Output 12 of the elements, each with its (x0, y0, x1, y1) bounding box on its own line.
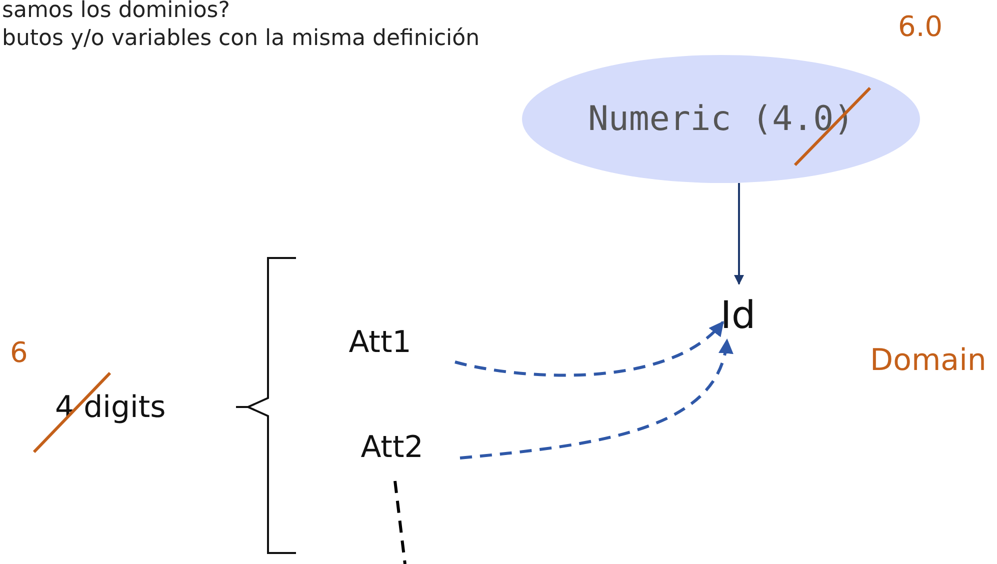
domain-label: Domain (870, 343, 986, 378)
dashed-line (394, 480, 406, 564)
arrow (734, 183, 744, 285)
description-text: butos y/o variables con la misma definición (2, 26, 480, 51)
attribute-label: Att1 (340, 320, 420, 364)
attribute-label: Att2 (350, 425, 434, 469)
corrected-value: 6 (10, 336, 28, 369)
dashed-arrow (460, 338, 732, 460)
question-text: samos los dominios? (2, 0, 230, 23)
version-value: 6.0 (898, 10, 943, 43)
entity-label: Id (715, 290, 761, 340)
dashed-arrow (454, 320, 724, 377)
